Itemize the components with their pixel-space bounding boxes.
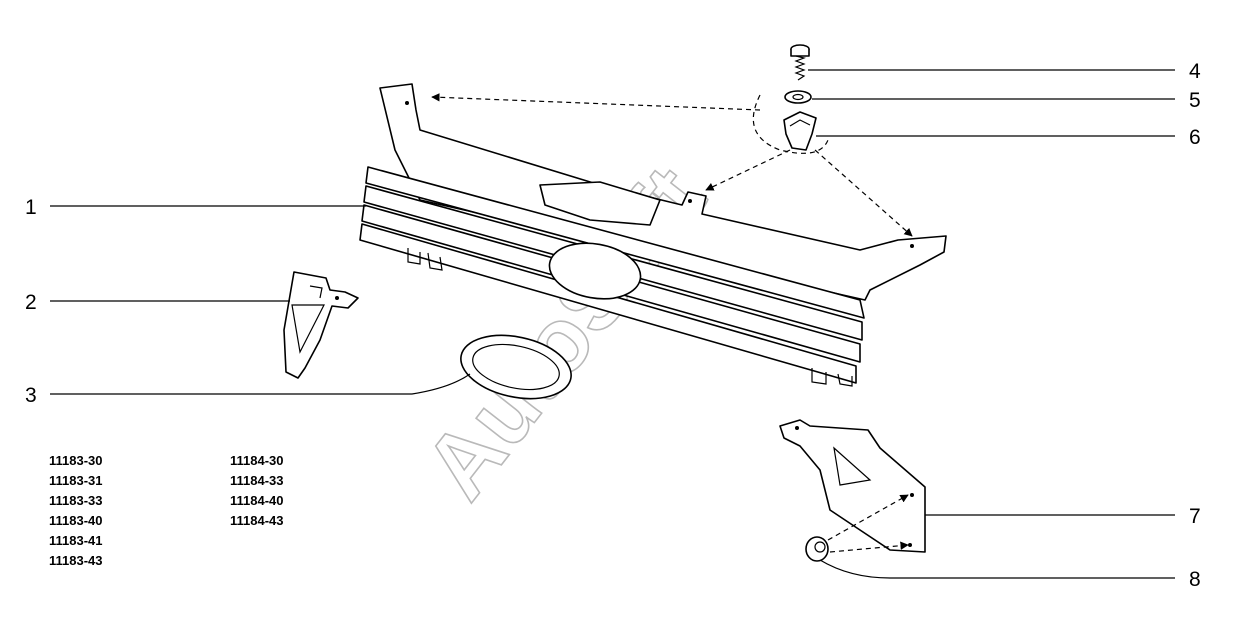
nut [805, 536, 829, 562]
model-code: 11184-33 [230, 473, 284, 488]
model-code: 11183-43 [49, 553, 103, 568]
callout-7: 7 [1189, 505, 1201, 528]
model-code: 11184-30 [230, 453, 284, 468]
radiator-grille [359, 83, 947, 387]
model-code: 11183-33 [49, 493, 103, 508]
emblem-frame [460, 334, 572, 400]
left-bracket [283, 271, 359, 379]
callout-5: 5 [1189, 89, 1201, 112]
callout-6: 6 [1189, 126, 1201, 149]
callout-8: 8 [1189, 568, 1201, 591]
callout-2: 2 [25, 291, 37, 314]
model-code: 11183-41 [49, 533, 103, 548]
model-codes-right: 11184-30 11184-33 11184-40 11184-43 [230, 451, 284, 531]
assembly-arrows [431, 93, 913, 553]
model-code: 11183-30 [49, 453, 103, 468]
clip-nut [783, 111, 817, 151]
model-code: 11183-40 [49, 513, 103, 528]
callout-1: 1 [25, 196, 37, 219]
model-codes-left: 11183-30 11183-31 11183-33 11183-40 1118… [49, 451, 103, 571]
model-code: 11184-40 [230, 493, 284, 508]
callout-4: 4 [1189, 60, 1201, 83]
model-code: 11183-31 [49, 473, 103, 488]
right-bracket [779, 419, 926, 553]
model-code: 11184-43 [230, 513, 284, 528]
washer [784, 90, 812, 104]
leader-lines [50, 69, 1175, 579]
screw [790, 44, 810, 81]
callout-3: 3 [25, 384, 37, 407]
